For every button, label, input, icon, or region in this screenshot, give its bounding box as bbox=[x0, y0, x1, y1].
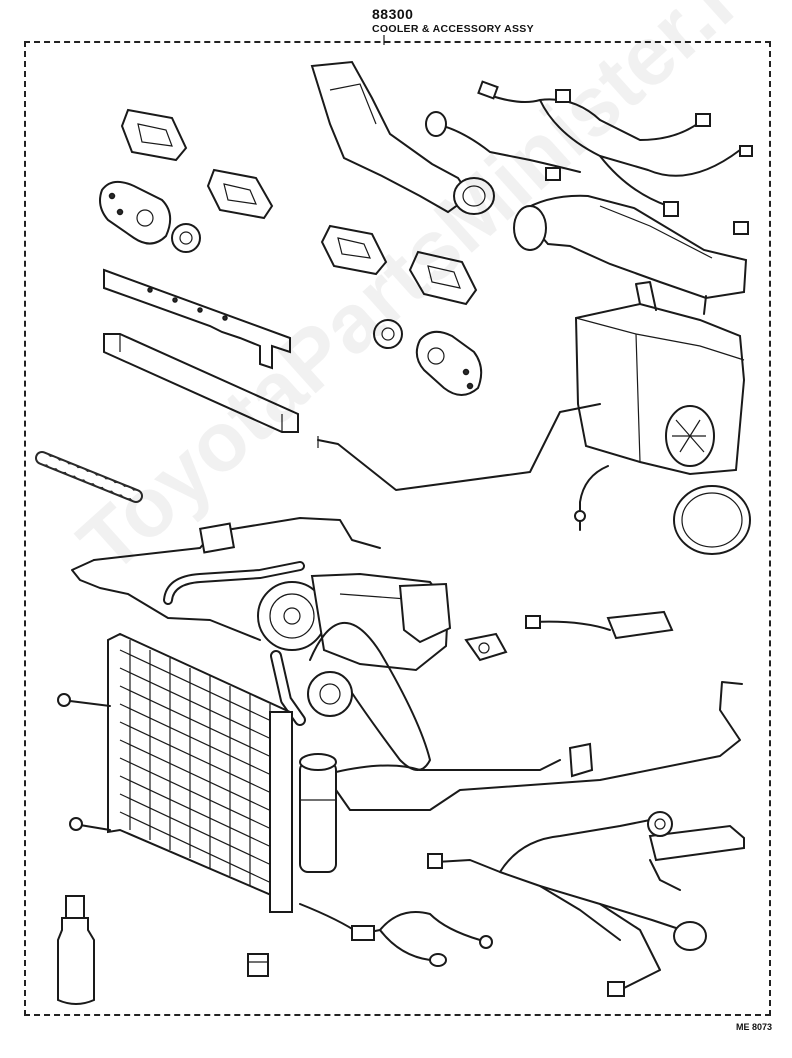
refrigerant-pipe-upper bbox=[317, 403, 601, 491]
gasket-plate-1 bbox=[120, 108, 188, 162]
insulation-block bbox=[103, 333, 299, 433]
relay-connector bbox=[525, 610, 674, 640]
drain-hose bbox=[35, 451, 143, 503]
wiring-harness-right bbox=[427, 819, 707, 997]
flange-gasket bbox=[464, 632, 508, 662]
diagram-frame bbox=[24, 41, 771, 1016]
suction-hose bbox=[163, 561, 306, 726]
mounting-bracket bbox=[103, 268, 291, 370]
air-duct-left bbox=[310, 60, 495, 215]
cooler-unit bbox=[574, 281, 746, 476]
flange-plate-2 bbox=[415, 330, 483, 396]
compressor bbox=[257, 572, 452, 672]
condenser bbox=[107, 632, 294, 913]
drain-fitting bbox=[574, 465, 609, 531]
idler-pulley bbox=[307, 671, 353, 717]
receiver-drier bbox=[299, 753, 337, 873]
clamp-ring bbox=[673, 485, 751, 555]
drawing-code: ME 8073 bbox=[736, 1022, 773, 1032]
condenser-fittings bbox=[57, 693, 111, 831]
washer-2 bbox=[373, 319, 403, 349]
gasket-plate-4 bbox=[408, 250, 478, 306]
washer-1 bbox=[171, 223, 201, 253]
oil-bottle bbox=[57, 895, 95, 1005]
part-title: COOLER & ACCESSORY ASSY bbox=[372, 23, 534, 35]
pipe-bracket bbox=[568, 742, 594, 778]
flange-plate-1 bbox=[99, 180, 172, 245]
discharge-hose bbox=[71, 517, 381, 641]
vacuum-switch-bracket bbox=[647, 811, 745, 891]
part-number: 88300 bbox=[372, 6, 414, 22]
wiring-harness-lower bbox=[299, 903, 493, 967]
pressure-switch bbox=[247, 953, 269, 977]
drive-belt bbox=[309, 622, 431, 771]
gasket-plate-3 bbox=[320, 224, 388, 276]
header: 88300 COOLER & ACCESSORY ASSY bbox=[0, 0, 792, 40]
gasket-plate-2 bbox=[206, 168, 274, 220]
wiring-harness-upper bbox=[425, 80, 753, 235]
liquid-pipe bbox=[335, 681, 743, 811]
air-duct-right bbox=[513, 194, 748, 300]
